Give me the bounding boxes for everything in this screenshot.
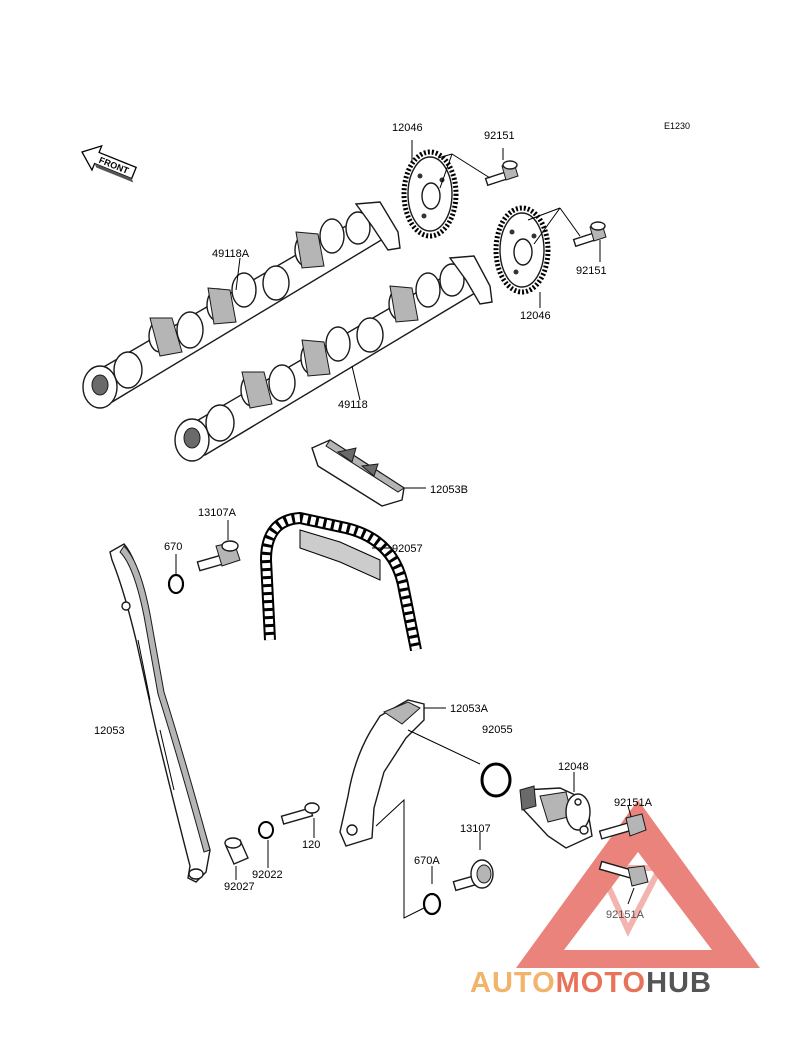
camshaft-49118 [174, 255, 493, 462]
o-ring-670 [167, 554, 185, 595]
label-92022: 92022 [252, 869, 283, 881]
o-ring-670A [422, 892, 442, 916]
label-120: 120 [302, 839, 320, 851]
watermark-part1: AUTO [470, 967, 556, 999]
chain-guide-12053B [311, 439, 405, 507]
watermark-part3: HUB [646, 967, 712, 999]
bolt-92151A-upper [598, 813, 647, 840]
label-12046-top: 12046 [392, 122, 423, 134]
cam-chain-92057 [259, 511, 422, 652]
watermark-part2: MOTO [556, 967, 646, 999]
leader-lines-upper [235, 140, 601, 489]
label-13107: 13107 [460, 823, 491, 835]
cam-sprocket-12046-lower [493, 205, 551, 295]
label-670A: 670A [414, 855, 440, 867]
label-92057: 92057 [392, 543, 423, 555]
camshaft-49118A [82, 201, 401, 409]
cam-sprocket-12046-upper [401, 149, 459, 239]
label-92027: 92027 [224, 881, 255, 893]
chain-guide-12053A [339, 699, 481, 847]
damper-92027 [224, 837, 249, 880]
label-92151-mid: 92151 [576, 265, 607, 277]
front-arrow-icon: FRONT [81, 144, 138, 183]
svg-text:AUTOMOTOHUB: AUTOMOTOHUB [470, 967, 712, 999]
label-92055: 92055 [482, 724, 513, 736]
label-13107A: 13107A [198, 507, 237, 519]
bolt-13107A [196, 520, 241, 572]
o-ring-92055 [480, 762, 512, 798]
diagram-code: E1230 [664, 121, 690, 131]
label-670: 670 [164, 541, 182, 553]
label-49118: 49118 [338, 399, 368, 411]
plug-13107 [452, 859, 494, 892]
label-92151-top: 92151 [484, 130, 515, 142]
washer-92022 [258, 821, 274, 868]
bolt-92151-mid [572, 221, 607, 248]
label-12048: 12048 [558, 761, 589, 773]
label-92151A-top: 92151A [614, 797, 653, 809]
label-12053B: 12053B [430, 484, 468, 496]
label-12046-mid: 12046 [520, 310, 551, 322]
part-labels: E1230 12046 92151 49118A 92151 12046 491… [94, 121, 690, 921]
leader-lines-lower [375, 772, 635, 919]
label-92151A-bot: 92151A [606, 909, 645, 921]
bolt-92151A-lower [598, 860, 649, 887]
bolt-120 [280, 802, 320, 838]
label-12053: 12053 [94, 725, 125, 737]
tensioner-12048 [519, 785, 593, 849]
watermark-logo: AUTOMOTOHUB [470, 967, 712, 999]
label-12053A: 12053A [450, 703, 489, 715]
chain-guide-12053 [109, 543, 211, 883]
bolt-92151-upper [484, 160, 519, 187]
label-49118A: 49118A [212, 248, 250, 260]
